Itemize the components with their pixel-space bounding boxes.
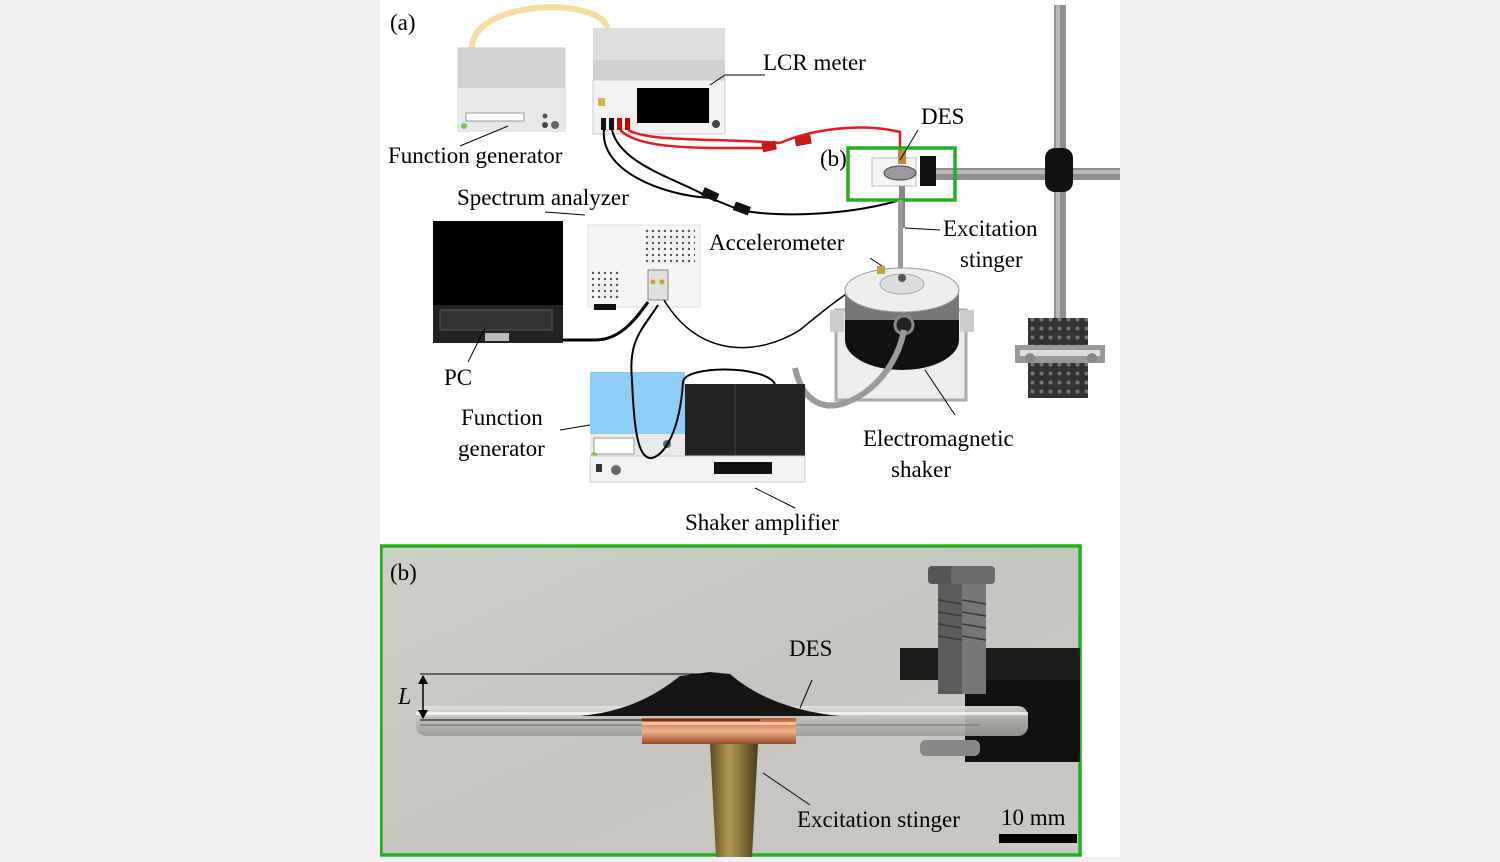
excitation-stinger-rod [898,200,903,270]
red-lead-2 [627,128,781,145]
red-lead-3 [779,126,902,152]
red-clip-1 [761,140,777,153]
spectrum-analyzer-label: Spectrum analyzer [457,185,629,210]
dimension-l-label: L [397,684,411,710]
accelerometer-label: Accelerometer [709,230,845,255]
black-clip-2 [732,201,751,216]
shaker-amplifier-label: Shaker amplifier [685,510,839,535]
function-generator-bottom-label-2: generator [458,436,545,461]
excitation-stinger-label-2: stinger [960,247,1023,272]
scale-bar [999,834,1077,843]
scale-bar-label: 10 mm [1001,805,1066,830]
stinger-photo-leader [762,772,811,806]
red-clip-2 [794,134,812,147]
lcr-meter-label: LCR meter [763,50,866,75]
spectrum-leader [544,211,586,216]
electromagnetic-shaker-label-2: shaker [891,457,951,482]
sync-cable [469,4,611,49]
electromagnetic-shaker-label-1: Electromagnetic [863,426,1014,451]
des-photo-label: DES [789,636,832,661]
lcr-meter-device [592,28,726,135]
panel-b: (b) [379,544,1082,857]
des-label: DES [921,104,964,129]
fg-top-leader [459,125,509,147]
des-photo-leader [799,679,813,709]
red-lead-1 [619,129,766,150]
inset-ref-label: (b) [820,146,847,171]
electromagnetic-shaker-device [792,266,974,409]
figure-svg: (a) LCR meter [379,4,1120,857]
excitation-stinger-photo [710,744,758,857]
excitation-stinger-photo-label: Excitation stinger [797,807,960,832]
stinger-leader [904,227,941,231]
signal-cables [630,304,776,460]
excitation-stinger-label-1: Excitation [943,216,1038,241]
function-generator-top-device [457,47,566,132]
panel-a-label: (a) [390,10,416,35]
stand [936,5,1120,398]
shaker-amplifier-device [589,384,806,483]
amplifier-leader [754,487,796,509]
spectrum-analyzer-device [587,224,701,310]
black-clip-1 [701,187,720,203]
copper-electrode [642,718,796,744]
shaker-leader [924,369,956,416]
des-mount-small [871,150,936,228]
function-generator-bottom-device [590,372,685,460]
panel-a: (a) LCR meter [388,4,1120,535]
pc-leader [467,327,486,363]
panel-b-label: (b) [390,560,417,585]
des-leader [899,129,919,161]
des-membrane [580,672,840,716]
pc-label: PC [444,365,472,390]
function-generator-bottom-label-1: Function [461,405,543,430]
clamp [900,566,1080,762]
figure: (a) LCR meter [379,0,1120,857]
fg-bottom-leader [559,424,591,431]
pc-device [433,221,650,343]
black-lead-1 [602,129,711,199]
lcr-leader [709,74,765,86]
function-generator-top-label: Function generator [388,143,563,168]
